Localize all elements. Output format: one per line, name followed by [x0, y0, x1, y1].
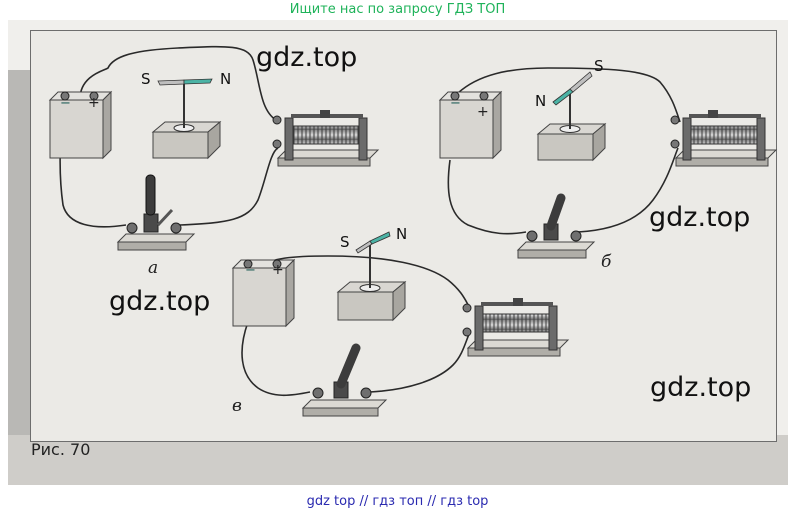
label-b: б	[601, 252, 612, 272]
circuit-v	[231, 231, 570, 417]
wire	[260, 255, 471, 309]
watermark: gdz.top	[109, 286, 211, 317]
wire	[241, 321, 311, 397]
circuit-illustration	[48, 45, 778, 417]
magnetic-needle-v	[336, 231, 407, 322]
pole-s-label: S	[594, 57, 604, 75]
pole-s-label: S	[141, 70, 151, 88]
wire	[369, 331, 471, 393]
battery-minus-sign: −	[245, 263, 256, 278]
pole-n-label: N	[220, 70, 232, 88]
figure-70: − + − + − + S N S N S N а б в gdz.top gd…	[8, 20, 788, 485]
top-banner[interactable]: Ищите нас по запросу ГДЗ ТОП	[289, 2, 506, 17]
battery-minus-sign: −	[60, 96, 71, 111]
wire	[79, 45, 277, 121]
switch-b	[516, 193, 596, 259]
battery-plus-sign: +	[477, 104, 489, 120]
battery-a	[48, 90, 113, 160]
figure-caption: Рис. 70	[31, 440, 91, 459]
pole-n-label: N	[535, 92, 547, 110]
magnetic-needle-a	[151, 78, 222, 160]
footer-links[interactable]: gdz top // гдз топ // гдз top	[306, 494, 489, 509]
label-v: в	[232, 396, 242, 416]
battery-b	[438, 90, 503, 160]
magnetic-needle-b	[536, 71, 607, 162]
rheostat-b	[670, 110, 778, 167]
battery-plus-sign: +	[88, 95, 100, 111]
watermark: gdz.top	[649, 202, 751, 233]
switch-v	[301, 343, 388, 417]
battery-minus-sign: −	[450, 96, 461, 111]
wire	[457, 67, 681, 123]
circuit-a	[48, 45, 380, 251]
circuit-b	[438, 67, 778, 259]
page-shadow-bottom	[8, 435, 788, 485]
rheostat-a	[272, 110, 380, 167]
battery-v	[231, 258, 296, 328]
pole-n-label: N	[396, 225, 408, 243]
rheostat-v	[462, 298, 570, 357]
label-a: а	[148, 258, 159, 278]
wire	[577, 147, 679, 233]
battery-plus-sign: +	[272, 262, 284, 278]
wire	[179, 147, 279, 226]
watermark: gdz.top	[256, 42, 358, 73]
watermark: gdz.top	[650, 372, 752, 403]
switch-a	[116, 174, 196, 251]
pole-s-label: S	[340, 233, 350, 251]
wire	[447, 159, 527, 235]
